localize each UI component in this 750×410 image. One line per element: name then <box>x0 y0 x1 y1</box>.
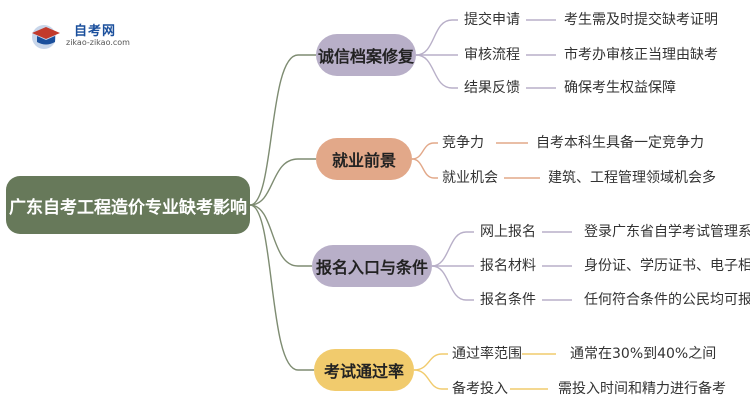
topic-detail: 建筑、工程管理领域机会多 <box>548 170 716 186</box>
branch-1-connectors <box>415 19 556 89</box>
root-node: 广东自考工程造价专业缺考影响 <box>6 176 250 234</box>
branch-node-employment: 就业前景 <box>316 138 412 180</box>
topic-detail: 通常在30%到40%之间 <box>570 346 717 362</box>
branch-node-registration: 报名入口与条件 <box>312 245 432 287</box>
topic-label: 通过率范围 <box>452 346 522 362</box>
branch-4-connectors <box>413 353 556 390</box>
topic-detail: 登录广东省自学考试管理系统 <box>584 224 750 240</box>
topic-detail: 需投入时间和精力进行备考 <box>558 381 726 397</box>
site-logo[interactable]: 自考网 zikao-zikao.com <box>22 20 172 50</box>
topic-label: 网上报名 <box>480 224 536 240</box>
logo-subtitle: zikao-zikao.com <box>66 38 130 47</box>
topic-detail: 确保考生权益保障 <box>564 80 676 96</box>
topic-label: 提交申请 <box>464 12 520 28</box>
topic-detail: 考生需及时提交缺考证明 <box>564 12 718 28</box>
topic-label: 报名条件 <box>480 292 536 308</box>
branch-3-connectors <box>431 231 572 301</box>
branch-node-integrity-record: 诚信档案修复 <box>316 34 416 76</box>
branch-2-connectors <box>411 142 540 179</box>
branch-node-pass-rate: 考试通过率 <box>314 349 414 391</box>
logo-title: 自考网 <box>74 24 117 39</box>
topic-detail: 身份证、学历证书、电子相片 <box>584 258 750 274</box>
graduation-cap-icon <box>32 25 60 49</box>
topic-detail: 自考本科生具备一定竞争力 <box>536 135 704 151</box>
topic-label: 审核流程 <box>464 47 520 63</box>
topic-detail: 任何符合条件的公民均可报名 <box>584 292 750 308</box>
root-connectors <box>249 54 316 371</box>
topic-detail: 市考办审核正当理由缺考 <box>564 47 718 63</box>
topic-label: 就业机会 <box>442 170 498 186</box>
topic-label: 竞争力 <box>442 135 484 151</box>
topic-label: 备考投入 <box>452 381 508 397</box>
topic-label: 报名材料 <box>480 258 536 274</box>
topic-label: 结果反馈 <box>464 80 520 96</box>
